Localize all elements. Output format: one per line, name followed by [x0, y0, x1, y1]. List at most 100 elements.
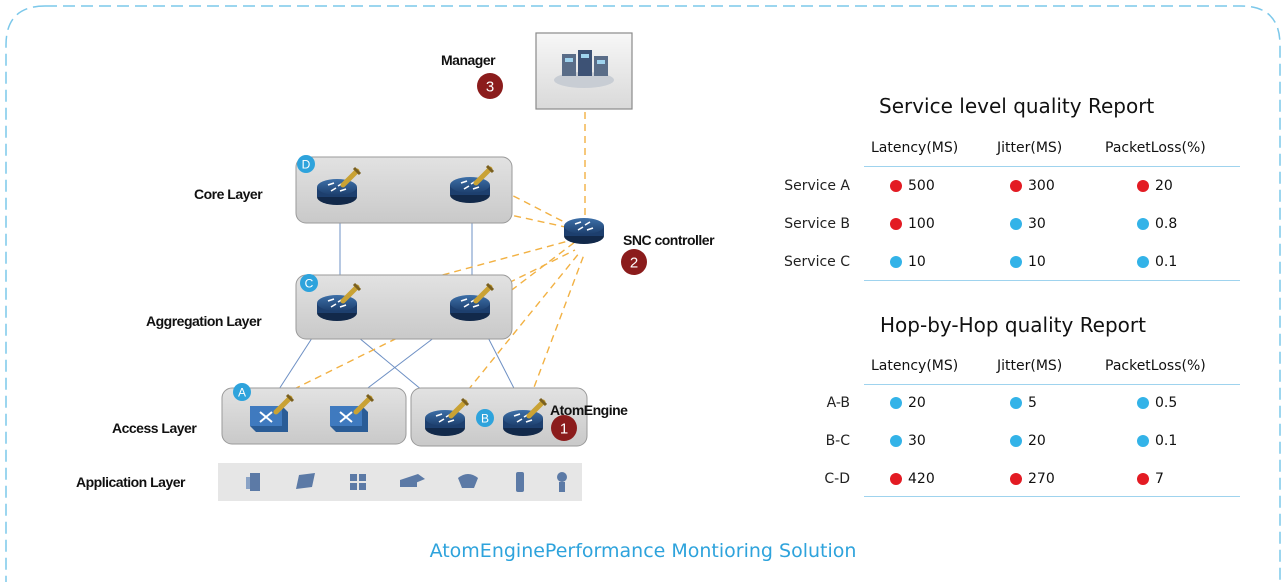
badge-b-text: B [481, 412, 489, 426]
blue-status-dot [1137, 256, 1149, 268]
service-bottom-rule [864, 280, 1240, 281]
service-cell: 0.1 [1137, 254, 1177, 270]
blue-status-dot [1010, 256, 1022, 268]
hop-row-label: B-C [825, 433, 850, 449]
aggregation-layer-label: Aggregation Layer [146, 313, 262, 329]
hop-bottom-rule [864, 496, 1240, 497]
blue-status-dot [1010, 397, 1022, 409]
camera-icon [557, 472, 567, 492]
hop-cell: 20 [1010, 433, 1046, 449]
badge-1-text: 1 [560, 421, 568, 438]
hop-cell-value: 5 [1028, 395, 1037, 411]
badge-2 [621, 249, 647, 275]
badge-d-text: D [302, 158, 311, 172]
phone-icon [458, 474, 478, 488]
hop-row-label: A-B [826, 395, 850, 411]
service-cell: 500 [890, 178, 935, 194]
footer-title: AtomEnginePerformance Montioring Solutio… [429, 540, 857, 562]
hop-cell: 0.5 [1137, 395, 1177, 411]
red-status-dot [890, 473, 902, 485]
blue-status-dot [890, 256, 902, 268]
service-cell-value: 10 [908, 254, 926, 270]
server-icon [246, 473, 260, 491]
service-cell-value: 20 [1155, 178, 1173, 194]
badge-3 [477, 73, 503, 99]
red-status-dot [1010, 473, 1022, 485]
snc-controller-label: SNC controller [623, 232, 715, 248]
service-row-label: Service B [784, 216, 850, 232]
hop-cell: 20 [890, 395, 926, 411]
laptop-icon [296, 473, 315, 489]
badge-c-text: C [305, 277, 314, 291]
badge-b [476, 409, 494, 427]
red-status-dot [890, 218, 902, 230]
service-cell-value: 0.1 [1155, 254, 1178, 270]
service-cell-value: 100 [908, 216, 935, 232]
hop-report-title: Hop-by-Hop quality Report [880, 313, 1146, 337]
hop-cell-value: 7 [1155, 471, 1164, 487]
service-cell: 10 [1010, 254, 1046, 270]
printer-icon [400, 474, 425, 487]
blue-status-dot [1137, 435, 1149, 447]
service-col-packetloss: PacketLoss(%) [1105, 140, 1206, 156]
blue-status-dot [1010, 435, 1022, 447]
badge-d [297, 155, 315, 173]
service-cell-value: 10 [1028, 254, 1046, 270]
service-cell: 20 [1137, 178, 1173, 194]
service-col-jitter: Jitter(MS) [997, 140, 1063, 156]
badge-3-text: 3 [486, 79, 494, 96]
mobile-icon [516, 472, 524, 492]
manager-label: Manager [441, 52, 496, 68]
service-cell-value: 500 [908, 178, 935, 194]
access-layer-label: Access Layer [112, 420, 197, 436]
atomengine-label: AtomEngine [550, 402, 628, 418]
grid-icon [350, 474, 366, 490]
hop-cell: 5 [1010, 395, 1037, 411]
service-row-label: Service C [784, 254, 850, 270]
hop-cell-value: 270 [1028, 471, 1055, 487]
hop-col-latency: Latency(MS) [871, 358, 959, 374]
hop-cell-value: 20 [908, 395, 926, 411]
badge-1 [551, 415, 577, 441]
blue-status-dot [1137, 397, 1149, 409]
service-cell-value: 30 [1028, 216, 1046, 232]
badge-c [300, 274, 318, 292]
badge-a-text: A [238, 386, 246, 400]
core-layer-label: Core Layer [194, 186, 263, 202]
hop-cell-value: 20 [1028, 433, 1046, 449]
blue-status-dot [890, 435, 902, 447]
service-cell-value: 300 [1028, 178, 1055, 194]
red-status-dot [1137, 180, 1149, 192]
application-layer-label: Application Layer [76, 474, 185, 490]
blue-status-dot [1010, 218, 1022, 230]
hop-row-label: C-D [824, 471, 850, 487]
red-status-dot [1010, 180, 1022, 192]
servers-icon [554, 50, 614, 88]
red-status-dot [890, 180, 902, 192]
blue-status-dot [1137, 218, 1149, 230]
service-header-rule [864, 166, 1240, 167]
hop-cell: 270 [1010, 471, 1055, 487]
service-cell: 30 [1010, 216, 1046, 232]
red-status-dot [1137, 473, 1149, 485]
badge-2-text: 2 [630, 255, 638, 272]
network-diagram: D C A B 3 2 1 [218, 32, 647, 501]
service-cell: 300 [1010, 178, 1055, 194]
hop-cell-value: 0.1 [1155, 433, 1178, 449]
hop-cell-value: 420 [908, 471, 935, 487]
hop-cell: 0.1 [1137, 433, 1177, 449]
service-cell: 0.8 [1137, 216, 1177, 232]
hop-cell: 420 [890, 471, 935, 487]
service-col-latency: Latency(MS) [871, 140, 959, 156]
hop-col-packetloss: PacketLoss(%) [1105, 358, 1206, 374]
service-cell: 10 [890, 254, 926, 270]
hop-cell-value: 0.5 [1155, 395, 1178, 411]
core-layer-panel [295, 156, 513, 224]
hop-cell: 30 [890, 433, 926, 449]
service-report-title: Service level quality Report [879, 94, 1155, 118]
hop-col-jitter: Jitter(MS) [997, 358, 1063, 374]
hop-cell-value: 30 [908, 433, 926, 449]
blue-status-dot [890, 397, 902, 409]
hop-header-rule [864, 384, 1240, 385]
